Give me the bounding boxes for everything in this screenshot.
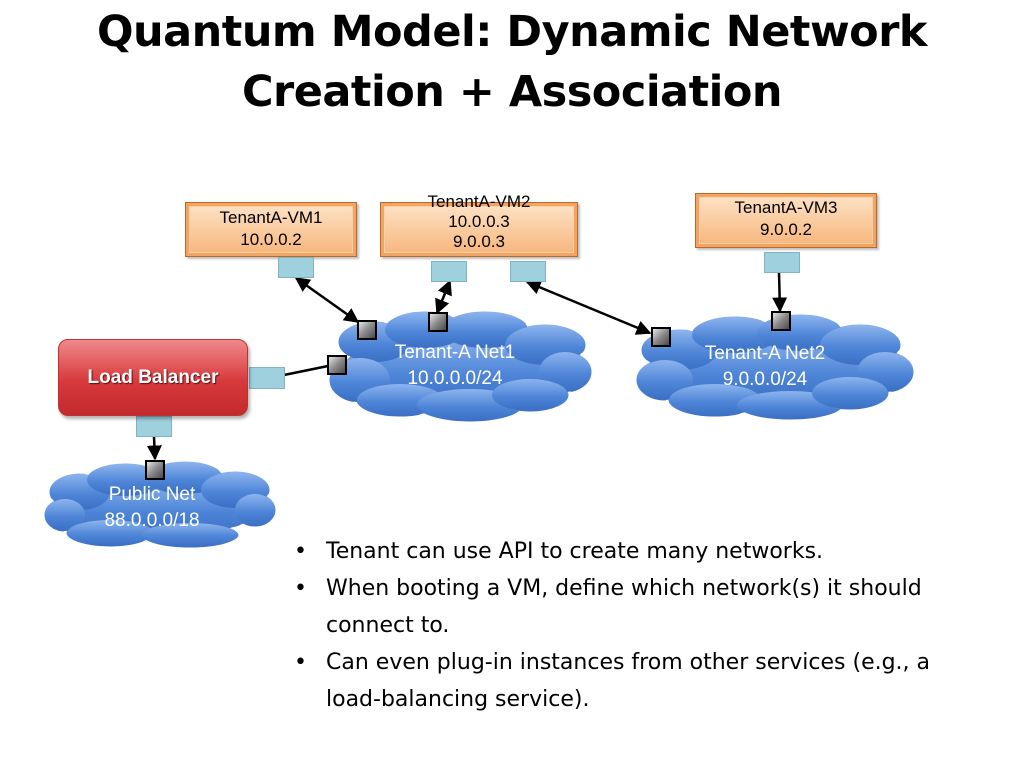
vm2-frame [380, 202, 578, 257]
public-attach-lb [145, 460, 165, 480]
title-line-1: Quantum Model: Dynamic Network [96, 7, 928, 57]
vm1-name: TenantA-VM1 [219, 208, 323, 227]
vm2-name: TenantA-VM2 [427, 192, 531, 211]
port-vm1 [278, 257, 314, 278]
bullet-list: Tenant can use API to create many networ… [292, 533, 952, 718]
bullet-1: Tenant can use API to create many networ… [292, 533, 952, 570]
bullet-3: Can even plug-in instances from other se… [292, 644, 952, 718]
cloud-net2-fill [637, 315, 913, 419]
bullet-2: When booting a VM, define which network(… [292, 570, 952, 644]
port-vm2-left [431, 261, 467, 282]
link-vm2-net1 [435, 279, 452, 315]
net1-attach-vm2 [428, 312, 448, 332]
vm3-ip: 9.0.0.2 [760, 220, 812, 239]
load-balancer-label: Load Balancer [87, 366, 219, 388]
link-vm3-net2 [772, 272, 788, 313]
title-line-2: Creation + Association [241, 67, 783, 117]
link-lb-public [146, 436, 162, 461]
net1-cidr: 10.0.0.0/24 [407, 368, 503, 389]
net2-label: Tenant-A Net2 9.0.0.0/24 [665, 341, 865, 393]
vm-box-3: TenantA-VM3 9.0.0.2 [695, 193, 877, 248]
net2-name: Tenant-A Net2 [704, 343, 826, 364]
public-net-label: Public Net 88.0.0.0/18 [72, 482, 232, 534]
public-net-name: Public Net [108, 484, 196, 505]
net1-label: Tenant-A Net1 10.0.0.0/24 [355, 340, 555, 392]
net2-attach-vm3 [771, 311, 791, 331]
cloud-net1-fill [330, 312, 591, 421]
net1-name: Tenant-A Net1 [394, 342, 516, 363]
vm2-ip-1: 10.0.0.3 [448, 212, 510, 231]
vm3-name: TenantA-VM3 [734, 198, 838, 217]
port-vm3 [764, 252, 800, 273]
vm-box-2: TenantA-VM2 10.0.0.3 9.0.0.3 [380, 192, 578, 257]
link-vm2-net2 [525, 280, 652, 335]
vm-box-1: TenantA-VM1 10.0.0.2 [185, 202, 357, 257]
link-lb-net1 [283, 364, 329, 377]
port-lb-right [249, 367, 285, 389]
slide-title: Quantum Model: Dynamic Network Creation … [0, 2, 1024, 122]
port-lb-bottom [136, 416, 172, 437]
public-net-cidr: 88.0.0.0/18 [104, 510, 200, 531]
net1-attach-lb [327, 355, 347, 375]
net2-attach-vm2 [651, 327, 671, 347]
vm2-ip-2: 9.0.0.3 [453, 232, 505, 251]
net2-cidr: 9.0.0.0/24 [722, 369, 808, 390]
link-vm1-net1 [294, 276, 360, 324]
cloud-public-fill [45, 462, 275, 547]
load-balancer-box: Load Balancer [58, 339, 248, 416]
vm1-ip: 10.0.0.2 [240, 230, 302, 249]
port-vm2-right [510, 261, 546, 282]
net1-attach-vm1 [357, 320, 377, 340]
